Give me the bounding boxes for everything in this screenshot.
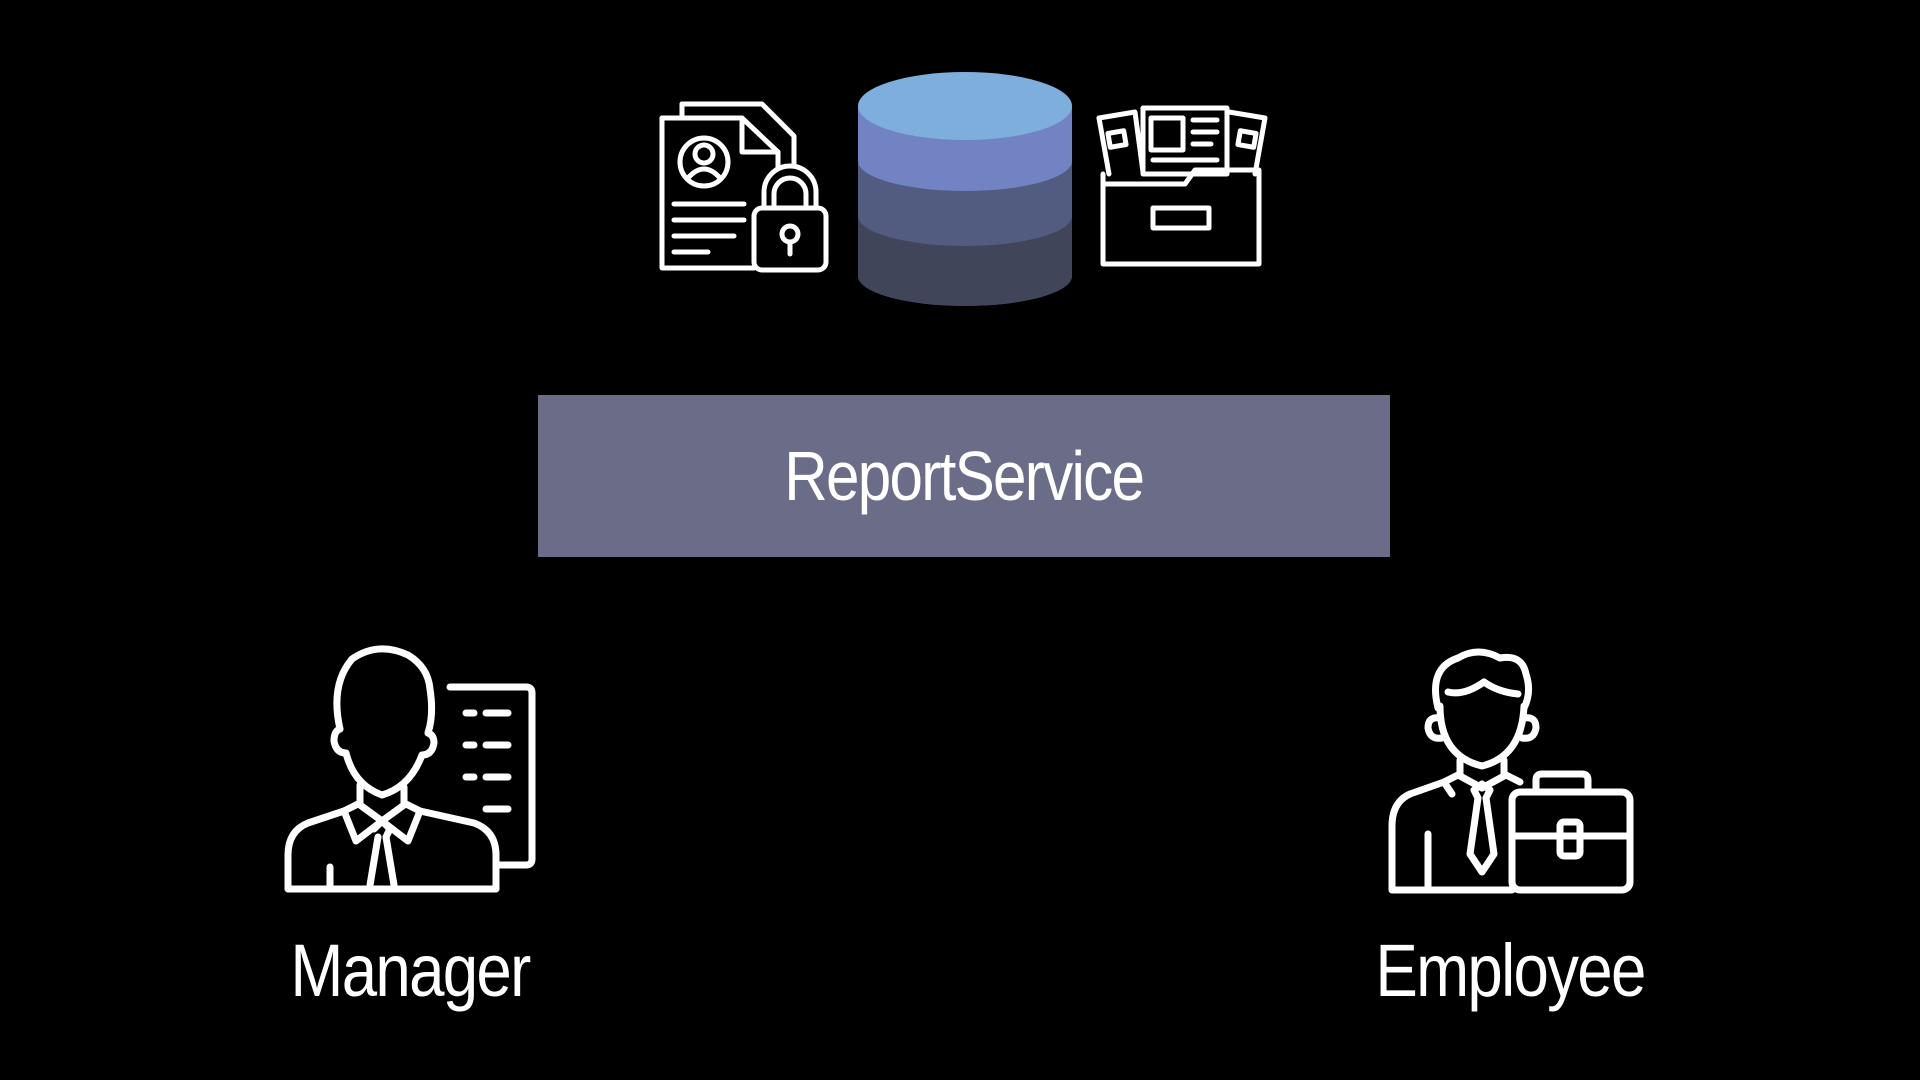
report-service-label: ReportService <box>784 437 1145 515</box>
employee-icon <box>1388 648 1634 896</box>
employee-label: Employee <box>1375 929 1646 1012</box>
report-service-box: ReportService <box>538 395 1390 557</box>
manager-icon <box>282 645 538 895</box>
file-folder-icon <box>1095 104 1275 274</box>
document-lock-icon <box>658 96 838 276</box>
manager-label: Manager <box>290 929 531 1012</box>
database-icon <box>855 66 1075 306</box>
